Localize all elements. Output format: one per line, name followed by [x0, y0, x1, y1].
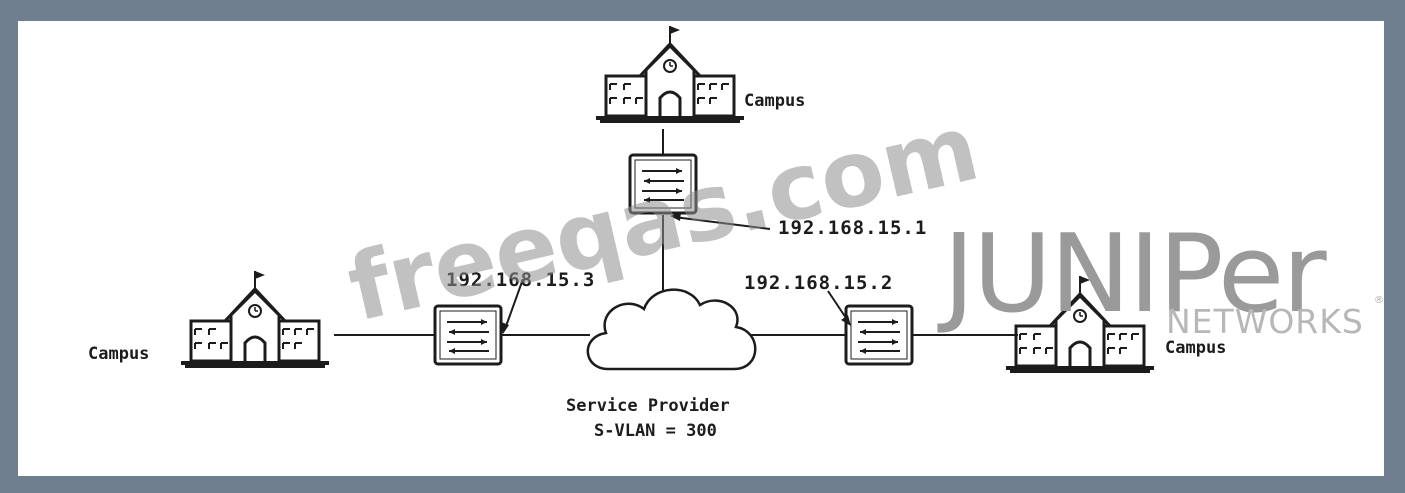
- ip-arrows: [501, 212, 851, 334]
- ip-label-left: 192.168.15.3: [446, 269, 595, 291]
- ip-label-right: 192.168.15.2: [744, 272, 893, 294]
- diagram-canvas: Campus Campus Campus 192.168.15.1 192.16…: [18, 21, 1384, 476]
- campus-top-label: Campus: [744, 91, 805, 111]
- ip-label-top: 192.168.15.1: [778, 217, 927, 239]
- links: [334, 129, 1018, 336]
- campus-top-icon: [594, 24, 746, 125]
- logo-registered-mark: ®: [1374, 295, 1384, 306]
- logo-subtitle: NETWORKS: [1166, 302, 1364, 341]
- logo-wordmark: JUNIPer: [937, 212, 1327, 337]
- service-provider-label: Service Provider: [566, 396, 730, 416]
- campus-left-label: Campus: [88, 344, 149, 364]
- network-diagram: Campus Campus Campus 192.168.15.1 192.16…: [88, 24, 1384, 441]
- svlan-label: S-VLAN = 300: [594, 421, 717, 441]
- campus-left-icon: [179, 269, 331, 370]
- cloud-icon: [586, 288, 757, 371]
- campus-right-label: Campus: [1165, 338, 1226, 358]
- switch-right-icon: [844, 304, 914, 366]
